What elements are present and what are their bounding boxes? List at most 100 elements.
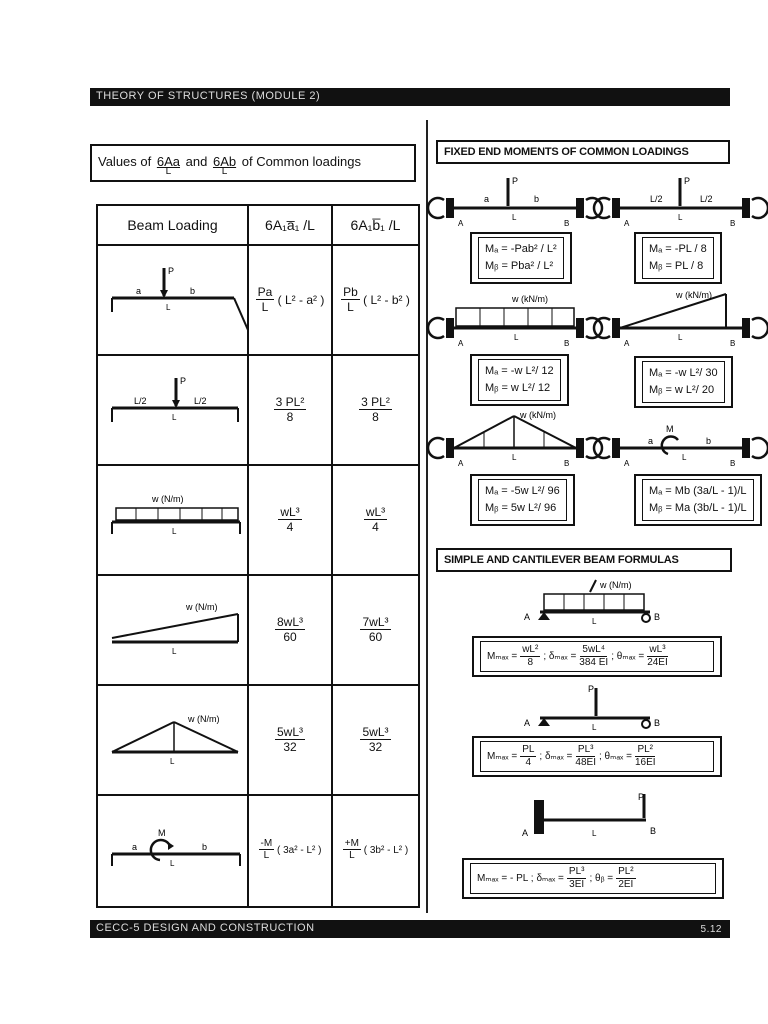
label-p: P (180, 376, 186, 386)
theta-label: ; θₘₐₓ = (611, 650, 645, 662)
theta-label: ; θᵦ = (589, 872, 614, 884)
label-l: L (682, 453, 687, 462)
formula-ma: Mₐ = -5w L²/ 96 (485, 485, 560, 497)
num: 3 PL² (359, 395, 392, 410)
rest: ( L² - b² ) (363, 293, 410, 307)
label-w: w (N/m) (187, 714, 220, 724)
mmax-label: Mₘₐₓ = (487, 650, 518, 662)
caption-and: and (185, 154, 208, 169)
delta-label: δₘₐₓ = (536, 872, 564, 884)
num: PL³ (575, 744, 596, 757)
footer-bar: CECC-5 DESIGN AND CONSTRUCTION 5.12 (90, 920, 730, 938)
label-a-support: A (524, 612, 530, 622)
footer-course: CECC-5 DESIGN AND CONSTRUCTION (96, 922, 315, 934)
den: 4 (525, 756, 532, 768)
caption-suffix: of Common loadings (241, 154, 361, 169)
den: 60 (368, 630, 383, 644)
label-b-support: B (564, 339, 569, 348)
num: 8wL³ (274, 615, 305, 630)
simple-beam-title: SIMPLE AND CANTILEVER BEAM FORMULAS (436, 548, 732, 572)
num: wL³ (278, 505, 302, 520)
label-w: w (N/m) (151, 494, 184, 504)
label-a-support: A (522, 828, 528, 838)
label-l: L (512, 213, 517, 222)
mmax-label: Mₘₐₓ = - PL ; (477, 872, 534, 884)
label-l: L (512, 453, 517, 462)
label-a: a (484, 194, 489, 204)
label-l: L (678, 333, 683, 342)
num: 5wL³ (360, 725, 391, 740)
theta-label: ; θₘₐₓ = (598, 750, 632, 762)
fem-point-load-diagram: P a b L A B (426, 176, 604, 228)
simple-point-diagram: P A B L (524, 684, 660, 732)
label-a: a (648, 436, 653, 446)
caption-frac-num: 6Aa (156, 154, 181, 169)
label-p: P (168, 266, 174, 276)
beam-point-load-diagram: P a b L (111, 266, 249, 331)
label-a-support: A (458, 339, 464, 348)
beam-uniform-load-diagram: w (N/m) L (111, 494, 241, 536)
formula-mb: Mᵦ = Pba² / L² (485, 260, 554, 273)
den: L (349, 850, 355, 861)
fem-center-load-diagram: P L/2 L/2 L A B (592, 176, 768, 228)
formula-ma: Mₐ = -w L²/ 30 (649, 367, 718, 379)
label-a-support: A (458, 219, 464, 228)
label-a-support: A (624, 219, 630, 228)
label-p: P (512, 176, 518, 186)
label-p: P (684, 176, 690, 186)
den: 8 (372, 410, 379, 424)
col-header-a: 6A₁a̅₁ /L (265, 217, 315, 233)
label-b: b (706, 436, 711, 446)
formula-mb: Mᵦ = Ma (3b/L - 1)/L (649, 502, 747, 515)
label-l: L (172, 527, 177, 536)
den: L (261, 300, 269, 314)
label-l: L (172, 647, 177, 656)
label-w: w (kN/m) (511, 294, 548, 304)
num: +M (342, 837, 361, 850)
label-b-support: B (654, 718, 660, 728)
label-l2b: L/2 (700, 194, 713, 204)
den: 4 (372, 520, 379, 534)
rest: ( 3a² - L² ) (277, 844, 322, 856)
fem-uniform-load-diagram: w (kN/m) L A B (426, 294, 604, 348)
label-b-support: B (564, 219, 569, 228)
den: L (347, 300, 354, 314)
num: 5wL⁴ (580, 644, 608, 657)
num: Pb (341, 285, 360, 300)
col-header-beam-loading: Beam Loading (127, 217, 218, 233)
den: 24EI (647, 656, 668, 668)
den: 60 (283, 630, 297, 644)
den: 2EI (618, 878, 634, 890)
fixed-end-title: FIXED END MOMENTS OF COMMON LOADINGS (436, 140, 730, 164)
den: 32 (283, 740, 297, 754)
beam-loading-table: Beam Loading 6A₁a̅₁ /L 6A₁b̅₁ /L P a b L… (96, 204, 420, 908)
num: wL² (520, 644, 541, 657)
formula-mb: Mᵦ = w L²/ 12 (485, 382, 551, 395)
caption-frac-den: L (165, 166, 172, 177)
label-l: L (172, 413, 177, 422)
label-m: M (158, 828, 166, 838)
header-title: THEORY OF STRUCTURES (MODULE 2) (96, 90, 321, 102)
rest: ( 3b² - L² ) (363, 844, 409, 856)
num: wL³ (647, 644, 668, 657)
label-a: a (132, 842, 137, 852)
num: PL³ (566, 866, 587, 879)
label-l: L (170, 859, 175, 868)
fem-case6-box: Mₐ = Mb (3a/L - 1)/L Mᵦ = Ma (3b/L - 1)/… (634, 474, 762, 527)
label-p: P (638, 792, 644, 802)
label-b-support: B (654, 612, 660, 622)
label-a-support: A (458, 459, 464, 468)
label-l: L (592, 829, 597, 838)
label-a-support: A (524, 718, 530, 728)
rest: ( L² - a² ) (277, 293, 325, 307)
label-w: w (N/m) (599, 580, 632, 590)
